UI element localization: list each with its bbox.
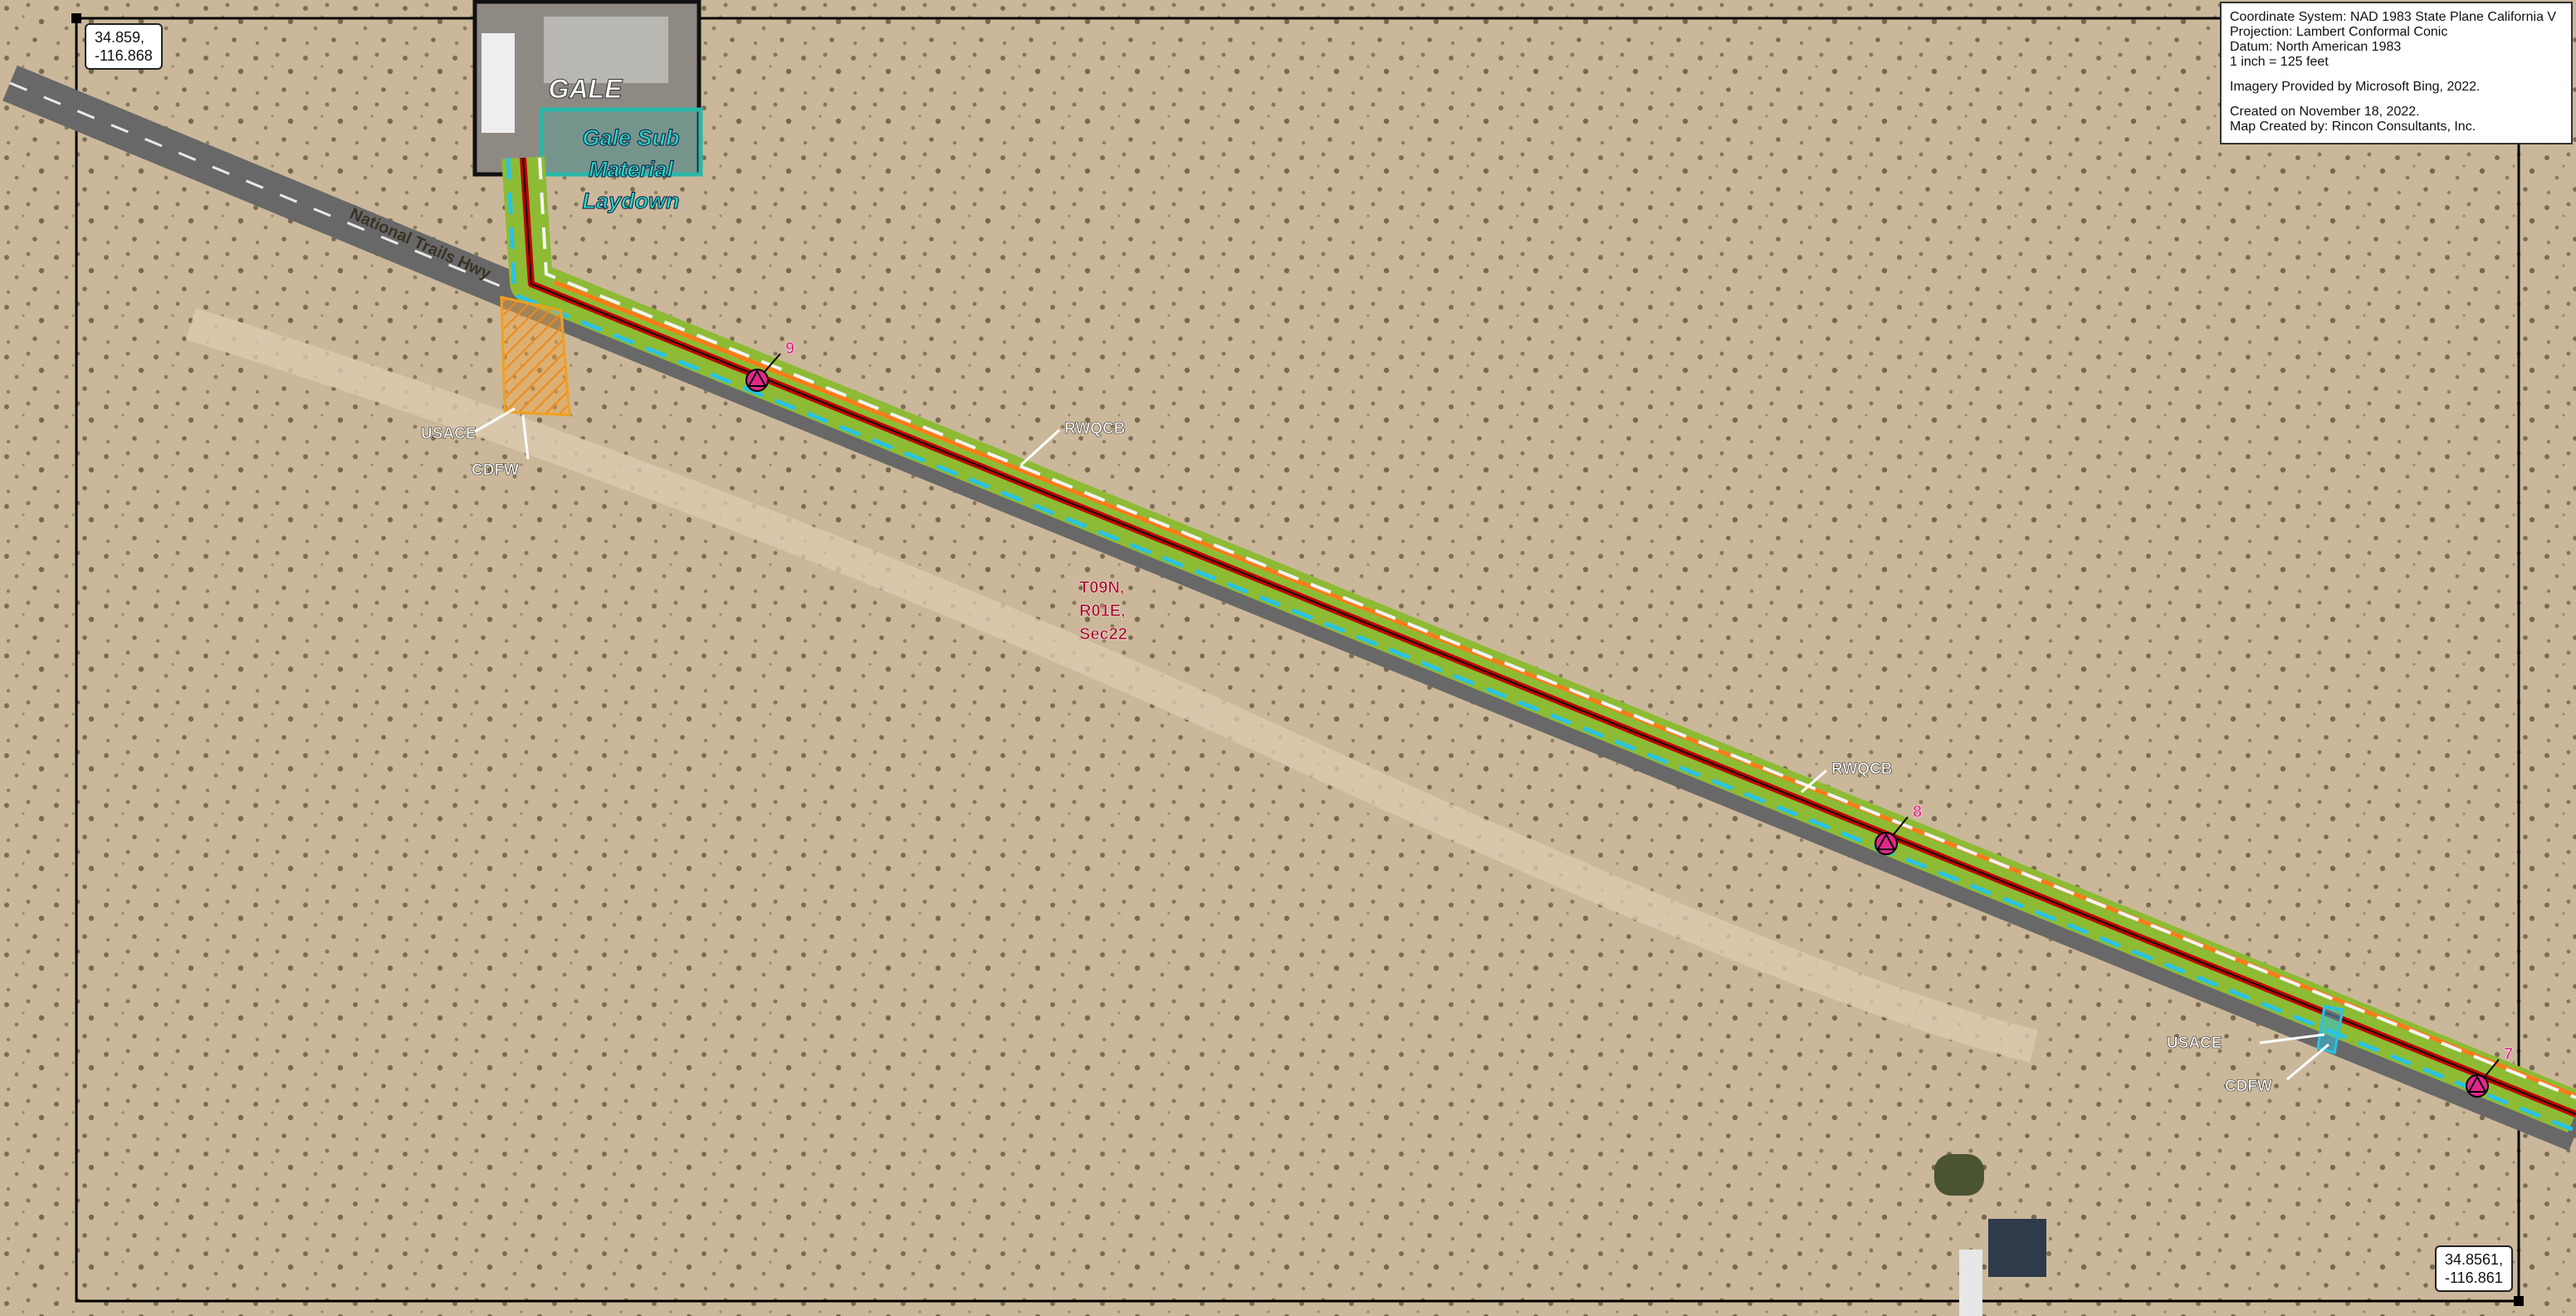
projection-text: Projection: Lambert Conformal Conic — [2230, 25, 2448, 39]
laydown-area — [539, 107, 703, 177]
coordinate-system-text: Coordinate System: NAD 1983 State Plane … — [2230, 10, 2557, 24]
author-text: Map Created by: Rincon Consultants, Inc. — [2230, 120, 2476, 134]
house-white — [1959, 1250, 1982, 1316]
corridor-orange-edge — [554, 280, 2576, 1098]
coordinate-label-nw: 34.859, -116.868 — [85, 23, 163, 70]
coordinate-lat: 34.8561, — [2445, 1251, 2504, 1268]
usace-leader-1 — [474, 407, 516, 433]
coordinate-label-se: 34.8561, -116.861 — [2435, 1245, 2514, 1292]
imagery-text: Imagery Provided by Microsoft Bing, 2022… — [2230, 80, 2481, 94]
rwqcb-leader-2 — [1801, 769, 1827, 794]
corridor-cyan-right — [538, 157, 2576, 1099]
corner-tick-nw — [71, 13, 81, 23]
pole-label-9: 9 — [785, 340, 794, 358]
plss-label-3: Sec22 — [1079, 625, 1127, 643]
map-info-box: Coordinate System: NAD 1983 State Plane … — [2220, 2, 2573, 144]
usace-leader-2 — [2259, 1033, 2325, 1044]
jurisdiction-area-west — [500, 296, 571, 417]
tree-patch — [1934, 1154, 1984, 1196]
usace-label-2: USACE — [2167, 1035, 2222, 1052]
pole-label-7: 7 — [2504, 1045, 2513, 1064]
pole-marker-9[interactable]: 9 — [745, 340, 794, 392]
scale-text: 1 inch = 125 feet — [2230, 55, 2329, 69]
plss-label-1: T09N, — [1079, 579, 1124, 597]
coordinate-lon: -116.868 — [95, 47, 153, 64]
laydown-label-1: Gale Sub — [582, 125, 679, 150]
datum-text: Datum: North American 1983 — [2230, 40, 2402, 54]
substation-building — [481, 33, 515, 133]
pole-marker-7[interactable]: 7 — [2466, 1045, 2513, 1098]
corner-tick-se — [2514, 1296, 2524, 1306]
pole-label-8: 8 — [1913, 803, 1922, 821]
gale-label: GALE — [549, 74, 624, 104]
coordinate-lat: 34.859, — [95, 29, 145, 46]
dry-wash — [186, 307, 2038, 1063]
cdfw-label-2: CDFW — [2225, 1078, 2272, 1095]
laydown-label-2: Material — [589, 157, 674, 182]
plss-label-2: R01E, — [1079, 602, 1126, 620]
created-text: Created on November 18, 2022. — [2230, 105, 2420, 119]
cdfw-leader-1 — [521, 414, 530, 460]
laydown-label-3: Laydown — [582, 188, 679, 213]
coordinate-lon: -116.861 — [2445, 1270, 2503, 1286]
usace-label-1: USACE — [421, 425, 477, 443]
map-frame — [75, 17, 2520, 1303]
rwqcb-label-1: RWQCB — [1064, 420, 1126, 438]
house-roof — [1988, 1219, 2046, 1277]
rwqcb-leader-1 — [1019, 428, 1061, 467]
pole-marker-8[interactable]: 8 — [1875, 803, 1922, 855]
cdfw-leader-2 — [2286, 1043, 2329, 1081]
rwqcb-label-2: RWQCB — [1831, 761, 1893, 778]
substation-roof — [544, 17, 668, 83]
cdfw-label-1: CDFW — [472, 462, 519, 479]
